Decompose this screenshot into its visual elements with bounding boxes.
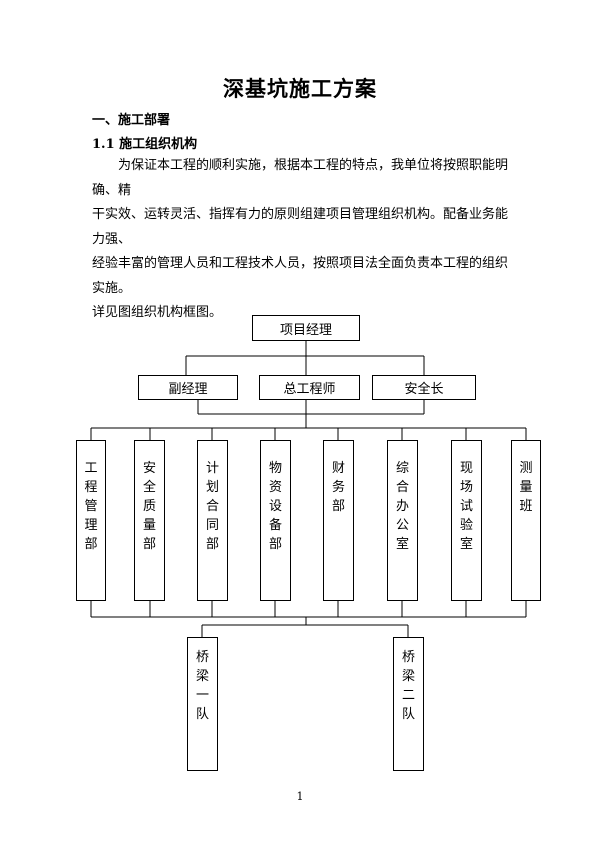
- vertical-char: 试: [459, 499, 473, 514]
- vertical-char: 合: [205, 499, 219, 514]
- vertical-char: 部: [205, 537, 219, 552]
- vertical-char: 室: [395, 537, 409, 552]
- vertical-char: 梁: [401, 669, 415, 684]
- paragraph-line: 干实效、运转灵活、指挥有力的原则组建项目管理组织机构。配备业务能力强、: [92, 207, 509, 247]
- vertical-char: 合: [395, 480, 409, 495]
- vertical-char: 划: [205, 480, 219, 495]
- vertical-char: 量: [142, 518, 156, 533]
- vertical-char: 现: [459, 461, 473, 476]
- vertical-char: 备: [268, 518, 282, 533]
- vertical-char: 验: [459, 518, 473, 533]
- vertical-char: 工: [84, 461, 98, 476]
- vertical-char: 一: [195, 688, 209, 703]
- subsection-heading: 1.1 施工组织机构: [92, 137, 198, 152]
- org-node-department: 安全质量部: [134, 440, 165, 601]
- vertical-char: 队: [195, 707, 209, 722]
- vertical-char: 设: [268, 499, 282, 514]
- org-node-department: 物资设备部: [260, 440, 291, 601]
- vertical-char: 二: [401, 688, 415, 703]
- org-node-team: 桥梁二队: [393, 637, 424, 771]
- vertical-char: 部: [84, 537, 98, 552]
- vertical-char: 部: [142, 537, 156, 552]
- vertical-char: 队: [401, 707, 415, 722]
- vertical-char: 综: [395, 461, 409, 476]
- body-paragraph: 为保证本工程的顺利实施，根据本工程的特点，我单位将按照职能明确、精 干实效、运转…: [92, 154, 512, 326]
- vertical-char: 质: [142, 499, 156, 514]
- document-title: 深基坑施工方案: [223, 76, 377, 101]
- vertical-char: 物: [268, 461, 282, 476]
- vertical-char: 办: [395, 499, 409, 514]
- paragraph-line: 经验丰富的管理人员和工程技术人员，按照项目法全面负责本工程的组织实施。: [92, 256, 509, 296]
- paragraph-line: 为保证本工程的顺利实施，根据本工程的特点，我单位将按照职能明确、精: [92, 158, 509, 198]
- vertical-char: 室: [459, 537, 473, 552]
- vertical-char: 全: [142, 480, 156, 495]
- section-heading: 一、施工部署: [92, 113, 171, 128]
- vertical-char: 梁: [195, 669, 209, 684]
- org-node-project-manager: 项目经理: [252, 315, 360, 341]
- vertical-char: 量: [519, 480, 533, 495]
- vertical-char: 程: [84, 480, 98, 495]
- vertical-char: 计: [205, 461, 219, 476]
- vertical-char: 资: [268, 480, 282, 495]
- vertical-char: 班: [519, 499, 533, 514]
- paragraph-line: 详见图组织机构框图。: [92, 305, 223, 320]
- org-node-deputy-manager: 副经理: [138, 375, 238, 400]
- vertical-char: 公: [395, 518, 409, 533]
- vertical-char: 同: [205, 518, 219, 533]
- org-node-department: 测量班: [511, 440, 541, 601]
- org-node-safety-chief: 安全长: [372, 375, 476, 400]
- org-node-department: 工程管理部: [76, 440, 106, 601]
- page-number: 1: [296, 790, 304, 803]
- org-node-department: 综合办公室: [387, 440, 418, 601]
- vertical-char: 部: [331, 499, 345, 514]
- vertical-char: 务: [331, 480, 345, 495]
- vertical-char: 管: [84, 499, 98, 514]
- org-node-department: 计划合同部: [197, 440, 228, 601]
- org-node-team: 桥梁一队: [187, 637, 218, 771]
- org-node-department: 现场试验室: [451, 440, 482, 601]
- vertical-char: 测: [519, 461, 533, 476]
- vertical-char: 安: [142, 461, 156, 476]
- vertical-char: 部: [268, 537, 282, 552]
- vertical-char: 理: [84, 518, 98, 533]
- vertical-char: 场: [459, 480, 473, 495]
- vertical-char: 桥: [401, 650, 415, 665]
- vertical-char: 财: [331, 461, 345, 476]
- org-node-chief-engineer: 总工程师: [259, 375, 360, 400]
- org-node-department: 财务部: [323, 440, 354, 601]
- vertical-char: 桥: [195, 650, 209, 665]
